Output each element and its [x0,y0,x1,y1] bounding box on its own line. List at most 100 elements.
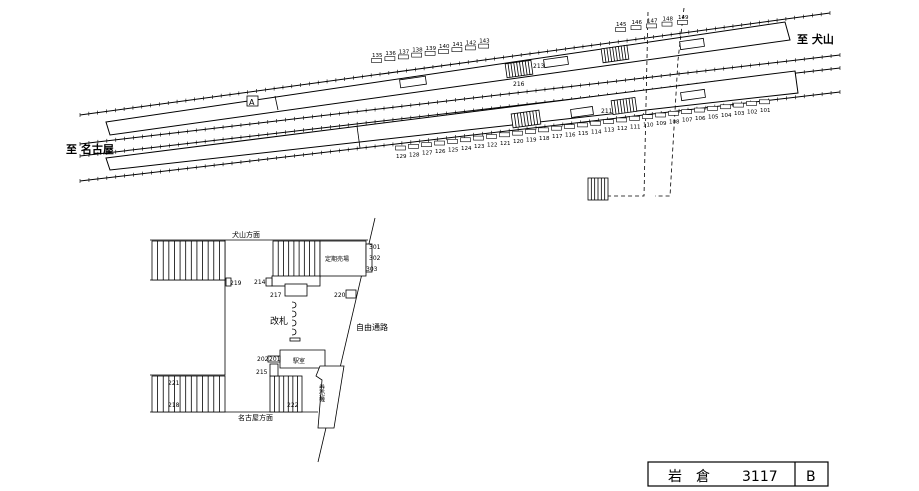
id-218: 218 [168,402,180,409]
ticket-area [315,365,345,429]
platform-number: 118 [539,136,550,142]
platform-number: 116 [565,133,576,139]
track-line [79,12,831,116]
id-301: 301 [369,244,381,251]
stair-213 [504,59,534,79]
platform-number: 119 [526,138,537,144]
platform-number: 127 [422,151,433,157]
id-222: 222 [287,402,299,409]
platform-number: 148 [663,17,674,23]
platform-number: 147 [647,18,658,24]
platform-number: 121 [500,141,511,147]
label-station-office: 駅室 [293,357,305,365]
platform-number: 126 [435,149,446,155]
stair-211 [610,96,638,116]
title-block: 岩 倉 3117 B [647,461,829,487]
platform-number: 110 [643,123,654,129]
platform-number: 139 [426,46,437,52]
platform-number: 122 [487,142,498,148]
platform-marker-a-box [246,95,259,107]
stair-exit [587,177,609,201]
direction-nagoya: 至 名古屋 [66,142,114,156]
stair-south-east [269,375,303,413]
platform-number: 115 [578,131,589,137]
direction-inuyama: 至 犬山 [797,32,834,46]
platform-number: 106 [695,116,706,122]
platform-marker-a: A [249,98,255,107]
platform-number: 143 [479,39,490,45]
platform-number: 146 [632,20,643,26]
stair-north-east [272,240,321,278]
platform-number: 104 [721,113,732,119]
platform-shelter [543,55,569,69]
platform-number: 140 [439,44,450,50]
platform-divider [274,95,279,111]
id-202: 202 [257,356,269,363]
platform-number: 138 [412,48,423,54]
boundary-dashed [608,11,649,197]
door-215 [269,363,279,377]
platform-number: 117 [552,134,563,140]
platform-number: 129 [396,154,407,160]
label-north: 犬山方面 [232,230,260,239]
platform-lower [105,70,799,171]
id-220: 220 [334,292,346,299]
platform-number: 107 [682,118,693,124]
concourse-wall [150,240,226,376]
id-214: 214 [254,279,266,286]
platform-number: 142 [466,40,477,46]
platform-number: 101 [760,108,771,114]
label-free-passage: 自由通路 [356,322,388,332]
label-commuter-pass: 定期売場 [325,255,349,263]
platform-number: 105 [708,114,719,120]
stair-upper-right [600,44,630,64]
stair-north-west [151,240,226,281]
stair-lower-mid [510,109,542,129]
platform-number: 113 [604,128,615,134]
track-line [79,54,841,145]
platform-number: 111 [630,124,641,130]
label-ticket-gate: 改札 [270,315,288,327]
id-217: 217 [270,292,282,299]
platform-shelter [399,75,427,89]
id-303: 303 [366,266,378,273]
counter-base [284,283,308,297]
platform-number: 149 [678,15,689,21]
tag-211: 211 [601,108,613,115]
platform-number: 128 [409,152,420,158]
id-215: 215 [256,369,268,376]
platform-number: 103 [734,111,745,117]
boundary-dashed [655,7,685,197]
platform-number: 120 [513,139,524,145]
platform-number: 109 [656,121,667,127]
door-214 [265,277,273,287]
platform-shelter [680,88,706,102]
platform-number: 108 [669,119,680,125]
title-sheet: B [806,469,816,485]
platform-number: 102 [747,109,758,115]
tag-213: 213 [533,63,545,70]
platform-number: 135 [372,53,383,59]
platform-number: 137 [399,49,410,55]
tag-216: 216 [513,81,525,88]
machine-220 [345,289,357,299]
door-219 [225,277,232,287]
platform-divider [356,125,361,149]
concourse-plan: 犬山方面 名古屋方面 定期売場 改札 自由通路 駅室 券売機 301 302 3… [150,217,388,463]
platform-number: 112 [617,126,628,132]
label-ticket-area: 券売機 [318,383,325,403]
platform-number: 141 [452,42,463,48]
id-221: 221 [168,380,180,387]
label-south: 名古屋方面 [238,413,273,422]
platform-number: 136 [385,51,396,57]
platform-number: 125 [448,147,459,153]
platform-number: 114 [591,129,602,135]
id-201: 201 [269,356,281,363]
commuter-pass-office [319,240,367,277]
stair-south-west [151,375,226,413]
door-201 [267,355,281,363]
